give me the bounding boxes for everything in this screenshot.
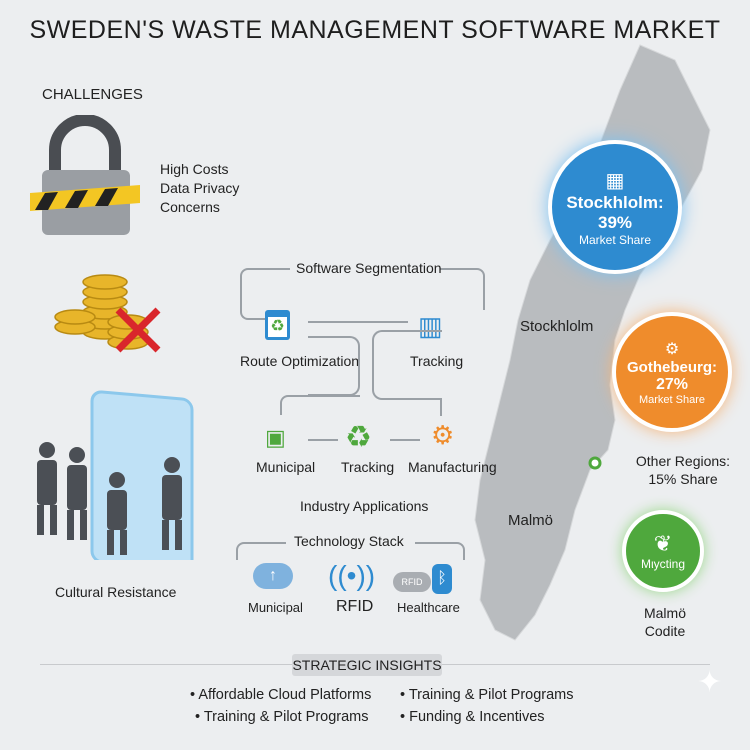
insight-text: Training & Pilot Programs xyxy=(203,709,369,725)
stockholm-value: 39% xyxy=(597,212,633,232)
stockholm-sub: Market Share xyxy=(578,232,652,247)
industry-heading: Industry Applications xyxy=(300,498,429,514)
challenges-heading: CHALLENGES xyxy=(42,86,143,103)
tech-healthcare: Healthcare xyxy=(397,600,460,615)
tech-heading: Technology Stack xyxy=(294,533,404,549)
rfid-cloud-icon: RFID xyxy=(393,572,431,592)
segmentation-heading: Software Segmentation xyxy=(296,260,442,276)
gothenburg-value: 27% xyxy=(655,375,689,393)
segment-tracking: Tracking xyxy=(410,353,464,369)
municipal-icon: ▣ xyxy=(265,425,286,450)
page-title: SWEDEN'S WASTE MANAGEMENT SOFTWARE MARKE… xyxy=(29,16,721,44)
insight-text: Affordable Cloud Platforms xyxy=(198,687,372,703)
factory-icon: ⚙ xyxy=(664,340,680,358)
tech-municipal: Municipal xyxy=(248,600,303,615)
bluetooth-icon: ᛒ xyxy=(432,564,452,594)
leaf-icon: ❦ xyxy=(653,531,673,556)
insight-item: • Training & Pilot Programs xyxy=(195,709,369,725)
malmo-badge: ❦ Mιycting xyxy=(622,510,704,592)
industry-municipal: Municipal xyxy=(256,459,316,475)
wifi-icon: ((•)) xyxy=(328,560,376,591)
map-label-stockholm: Stockhlolm xyxy=(520,318,594,335)
gears-icon: ⚙ xyxy=(431,420,455,450)
insight-item: • Funding & Incentives xyxy=(400,709,545,725)
challenge-high-costs: High Costs xyxy=(160,161,229,177)
other-regions-marker xyxy=(588,456,602,470)
other-regions-label: Other Regions: xyxy=(635,453,731,469)
building-icon: ▦ xyxy=(605,169,625,192)
route-optimization-icon: ♻ xyxy=(265,310,290,340)
challenge-concerns: Concerns xyxy=(160,199,220,215)
tech-rfid: RFID xyxy=(336,598,374,615)
challenge-data-privacy: Data Privacy xyxy=(160,180,240,196)
insight-item: • Training & Pilot Programs xyxy=(400,687,574,703)
malmo-badge-text: Mιycting xyxy=(640,557,685,571)
challenge-cultural-resistance: Cultural Resistance xyxy=(55,584,177,600)
coins-crossed-icon xyxy=(54,274,161,353)
recycle-icon: ♻ xyxy=(345,421,372,454)
malmo-label: Malmö xyxy=(643,605,686,621)
cloud-upload-icon: ↑ xyxy=(253,563,293,589)
industry-tracking: Tracking xyxy=(341,459,395,475)
map-label-malmo: Malmö xyxy=(508,512,554,529)
malmo-sub: Codite xyxy=(644,623,686,639)
lock-icon xyxy=(30,115,140,235)
gothenburg-sub: Market Share xyxy=(638,393,706,406)
gothenburg-name: Gothebeurg: xyxy=(627,358,717,376)
other-regions-share: 15% Share xyxy=(648,471,718,487)
insight-item: • Affordable Cloud Platforms xyxy=(190,687,372,703)
insight-text: Funding & Incentives xyxy=(409,709,545,725)
segment-route-optimization: Route Optimization xyxy=(240,353,360,369)
gothenburg-share-badge: ⚙ Gothebeurg: 27% Market Share xyxy=(612,312,732,432)
stockholm-share-badge: ▦ Stockhlolm: 39% Market Share xyxy=(548,140,682,274)
sparkle-icon: ✦ xyxy=(697,666,723,699)
insights-heading: STRATEGIC INSIGHTS xyxy=(292,654,442,676)
insight-text: Training & Pilot Programs xyxy=(408,687,574,703)
industry-manufacturing: Manufacturing xyxy=(408,459,497,475)
stockholm-name: Stockhlolm: xyxy=(566,192,664,212)
people-pushing-screen-icon xyxy=(37,390,194,560)
